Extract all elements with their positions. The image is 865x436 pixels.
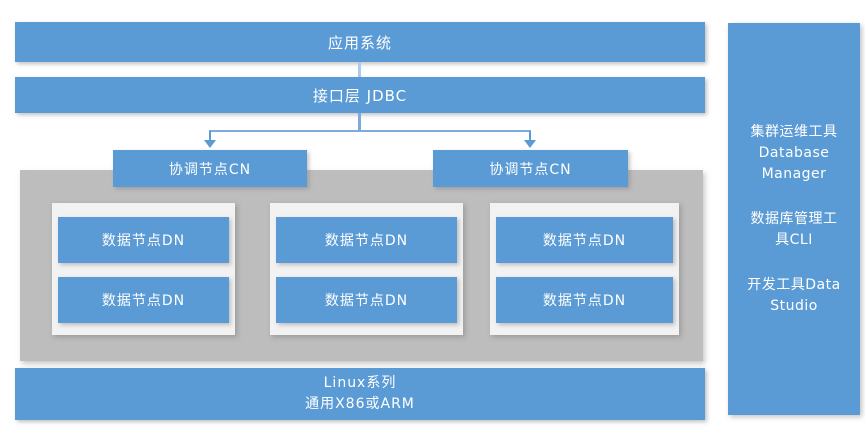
tools-sidebar: 集群运维工具 Database Manager 数据库管理工 具CLI 开发工具…: [728, 23, 860, 415]
os-layer-label-line2: 通用X86或ARM: [305, 396, 415, 412]
data-node-label: 数据节点DN: [542, 233, 627, 249]
data-node-label: 数据节点DN: [324, 293, 409, 309]
dev-tool-group: 开发工具Data Studio: [747, 275, 840, 317]
application-layer-label: 应用系统: [327, 33, 392, 52]
tool-label-line: 开发工具Data: [747, 276, 841, 293]
coordinator-node-right: 协调节点CN: [433, 150, 628, 187]
data-node: 数据节点DN: [58, 217, 229, 263]
data-node: 数据节点DN: [276, 277, 457, 323]
os-layer-bar: Linux系列 通用X86或ARM: [15, 368, 705, 420]
application-layer-bar: 应用系统: [15, 22, 705, 62]
data-node-panel-3: 数据节点DN 数据节点DN: [490, 203, 679, 335]
db-management-tool-group: 数据库管理工 具CLI: [751, 209, 838, 251]
data-node-label: 数据节点DN: [324, 233, 409, 249]
data-node: 数据节点DN: [276, 217, 457, 263]
tool-label-line: Manager: [761, 165, 827, 182]
data-node-label: 数据节点DN: [542, 293, 627, 309]
cluster-ops-tool-group: 集群运维工具 Database Manager: [751, 122, 838, 185]
data-node-label: 数据节点DN: [101, 293, 186, 309]
data-node: 数据节点DN: [496, 277, 673, 323]
tool-label-line: Studio: [770, 297, 818, 314]
branch-connector-line: [209, 130, 531, 132]
tool-label-line: 具CLI: [775, 231, 813, 248]
tool-label-line: Database: [758, 144, 830, 161]
interface-to-branch-connector: [358, 113, 361, 131]
data-node-panel-1: 数据节点DN 数据节点DN: [52, 203, 235, 335]
tool-label-line: 数据库管理工: [750, 210, 838, 227]
coordinator-node-label: 协调节点CN: [489, 161, 572, 178]
os-layer-label-line1: Linux系列: [323, 375, 397, 391]
data-node: 数据节点DN: [496, 217, 673, 263]
tool-label-line: 集群运维工具: [750, 123, 838, 140]
coordinator-node-left: 协调节点CN: [113, 150, 307, 187]
coordinator-node-label: 协调节点CN: [168, 161, 252, 178]
right-arrow-stem: [529, 131, 531, 141]
data-node: 数据节点DN: [58, 277, 229, 323]
data-node-panel-2: 数据节点DN 数据节点DN: [270, 203, 463, 335]
data-node-label: 数据节点DN: [101, 233, 186, 249]
right-down-arrowhead-icon: [524, 140, 536, 148]
left-arrow-stem: [209, 131, 211, 141]
app-to-interface-connector: [358, 62, 361, 77]
left-down-arrowhead-icon: [204, 140, 216, 148]
interface-layer-label: 接口层 JDBC: [312, 86, 408, 105]
interface-layer-bar: 接口层 JDBC: [15, 77, 705, 113]
